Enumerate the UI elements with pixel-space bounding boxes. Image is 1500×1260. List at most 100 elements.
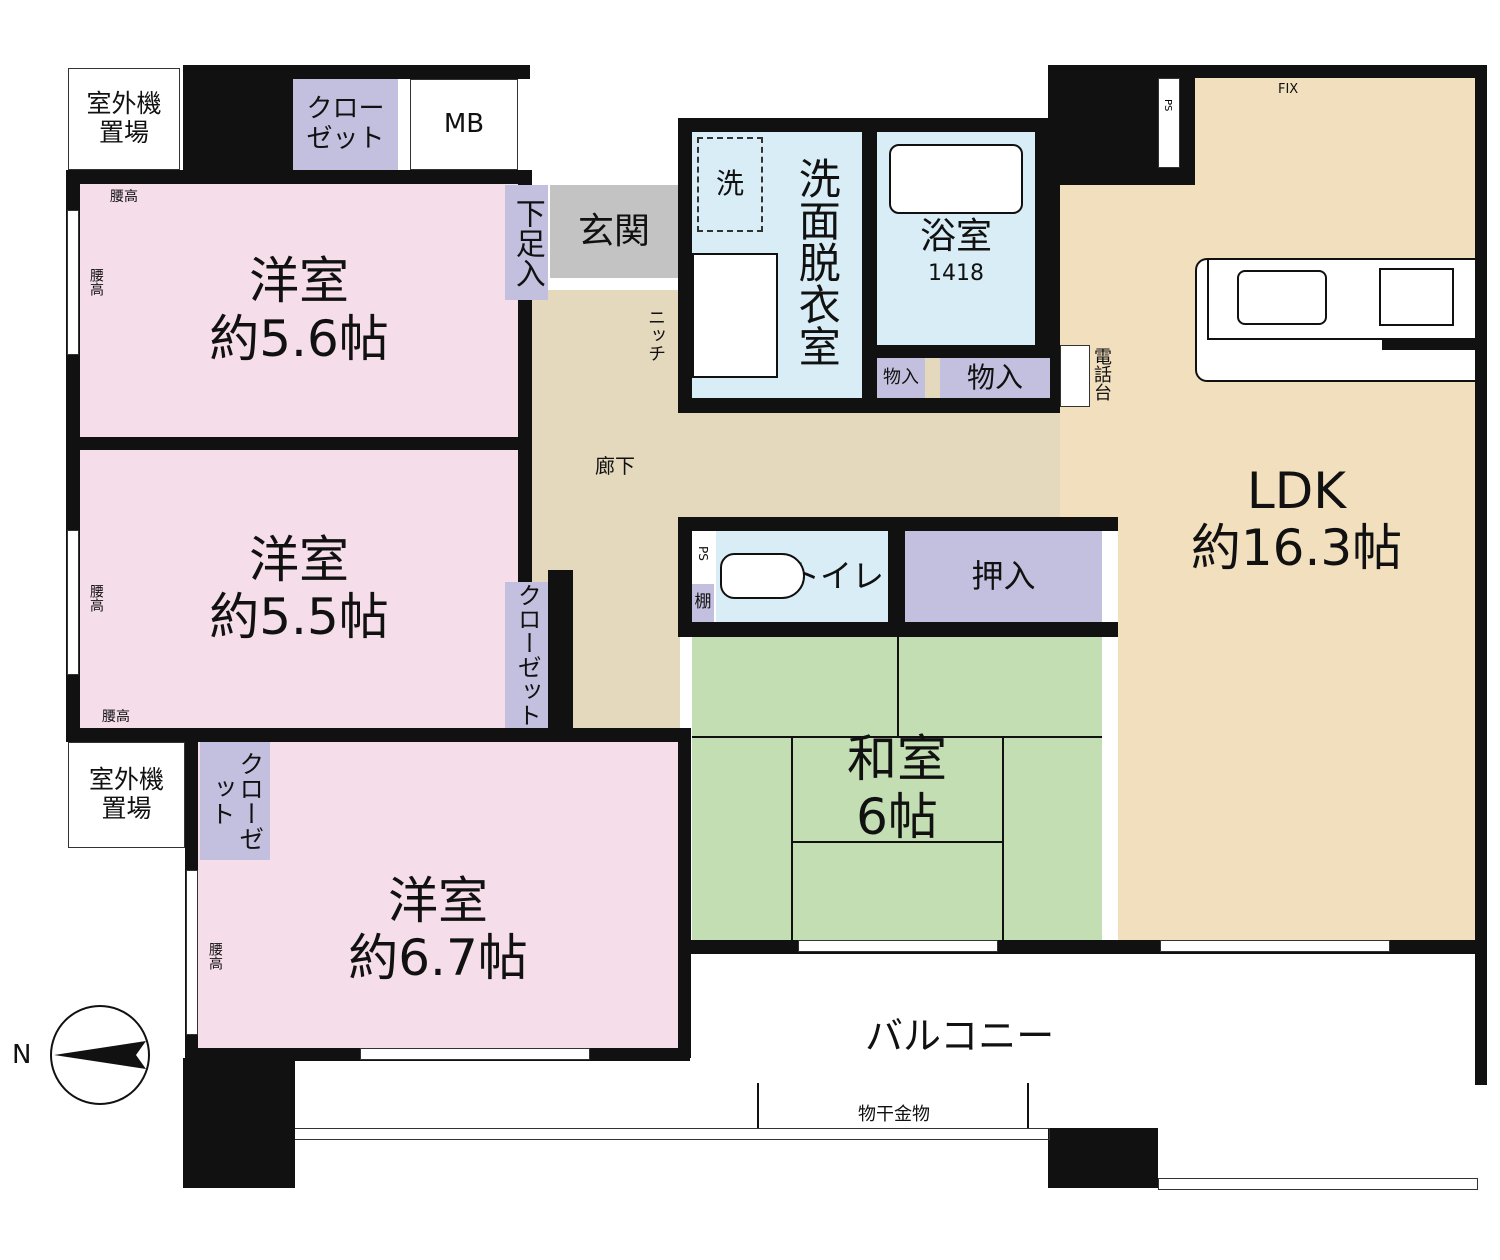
storage-small[interactable]: 物入 [877,358,925,398]
oshiire-label: 押入 [971,557,1036,596]
wall [548,570,573,730]
phone-stand-label: 電話台 [1091,347,1112,401]
window [67,210,79,355]
sink-icon [1237,270,1327,325]
wall-column [183,65,293,183]
ldk-floor-lower [1118,515,1475,940]
window [186,870,198,1035]
wall [678,517,692,637]
room-western-1: 洋室 約5.6帖 [80,184,518,437]
waist-high-label: 腰高 [110,189,138,205]
bathroom: 浴室 1418 [877,132,1035,345]
shelf-label: 棚 [694,592,712,613]
outdoor-unit-label: 室外機置場 [86,89,162,147]
closet-label: クローゼット [207,751,265,851]
waist-high-label: 腰高 [102,709,130,725]
wall [678,398,1060,413]
vanity-sink [692,253,778,378]
meter-box: MB [410,79,518,170]
wall-column [1048,1128,1158,1188]
bathtub [889,144,1023,214]
laundry-pole [1027,1083,1029,1128]
stove-icon [1379,268,1454,326]
outdoor-unit-space-2: 室外機置場 [68,742,185,848]
outdoor-unit-label: 室外機置場 [88,765,164,823]
laundry-pole [757,1083,759,1128]
ps-label: PS [1162,99,1173,112]
washer-space: 洗 [697,137,763,232]
outdoor-unit-space-1: 室外機置場 [68,68,180,170]
closet-label: クローゼット [513,583,542,727]
balcony-rail [1158,1178,1478,1190]
balcony-label: バルコニー [865,1014,1055,1058]
pipe-space: PS [1158,78,1180,168]
room-name: 洋室 [249,252,349,310]
room-size: 6帖 [856,787,938,846]
window [1160,940,1390,952]
oshiire[interactable]: 押入 [905,531,1102,622]
bath-size: 1418 [928,261,984,287]
wall [1382,340,1477,350]
shoe-storage-label: 下足入 [509,197,545,288]
washer-label: 洗 [715,167,744,201]
shelf: 棚 [692,584,714,622]
room-name: 洋室 [249,530,349,589]
toilet: トイレ [716,531,888,622]
wall [678,728,691,1058]
window [360,1048,590,1060]
wall-column [183,1058,295,1188]
wall [66,728,686,742]
wall [1475,65,1487,1085]
room-western-2: 洋室 約5.5帖 [80,450,518,728]
wall [1180,65,1480,78]
shoe-storage[interactable]: 下足入 [505,185,548,300]
entrance-label: 玄関 [577,210,650,252]
room-size: 約5.5帖 [209,588,389,646]
entrance: 玄関 [550,185,678,278]
waist-high-label: 腰高 [88,268,104,296]
wall [862,345,1057,358]
closet-label: クローゼット [306,93,385,154]
tatami-line [692,736,1102,738]
storage-label: 物入 [966,360,1023,394]
wall [66,170,531,184]
room-size: 約16.3帖 [1190,519,1403,577]
laundry-hardware-label: 物干金物 [858,1104,930,1125]
closet-2[interactable]: クローゼット [505,582,548,728]
storage[interactable]: 物入 [940,358,1050,398]
room-ldk: LDK 約16.3帖 [1118,430,1475,610]
storage-label: 物入 [883,366,919,388]
kitchen-counter [1195,258,1477,382]
phone-stand [1060,345,1090,407]
north-arrow-icon [54,1041,146,1069]
closet-3[interactable]: クローゼット [200,742,270,860]
bath-label: 浴室 [919,216,992,257]
waist-high-label: 腰高 [88,584,104,612]
kitchen-top [1207,260,1477,340]
wall [678,118,692,413]
ldk-floor-top [1195,78,1475,198]
toilet-bowl-icon [720,553,805,599]
room-western-3: 洋室 約6.7帖 [198,742,678,1048]
room-size: 約6.7帖 [348,929,528,987]
waist-high-label: 腰高 [207,942,223,970]
north-label: N [12,1040,32,1070]
room-name: 和室 [847,730,947,788]
tatami-line [791,736,793,940]
window [798,940,998,952]
tatami-line [897,637,899,736]
room-name: 洋室 [388,871,488,930]
room-japanese: 和室 6帖 [692,637,1102,940]
mb-label: MB [443,108,485,139]
room-size: 約5.6帖 [209,309,389,368]
balcony-rail [295,1128,1050,1140]
niche-label: ニッチ [645,308,666,362]
wall [66,437,531,450]
wall [280,65,530,79]
room-name: LDK [1246,461,1347,520]
closet-1[interactable]: クローゼット [293,79,398,170]
washroom-label: 洗面脱衣室 [792,157,842,367]
fix-window-label: FIX [1278,82,1299,97]
corridor-label: 廊下 [595,454,635,478]
